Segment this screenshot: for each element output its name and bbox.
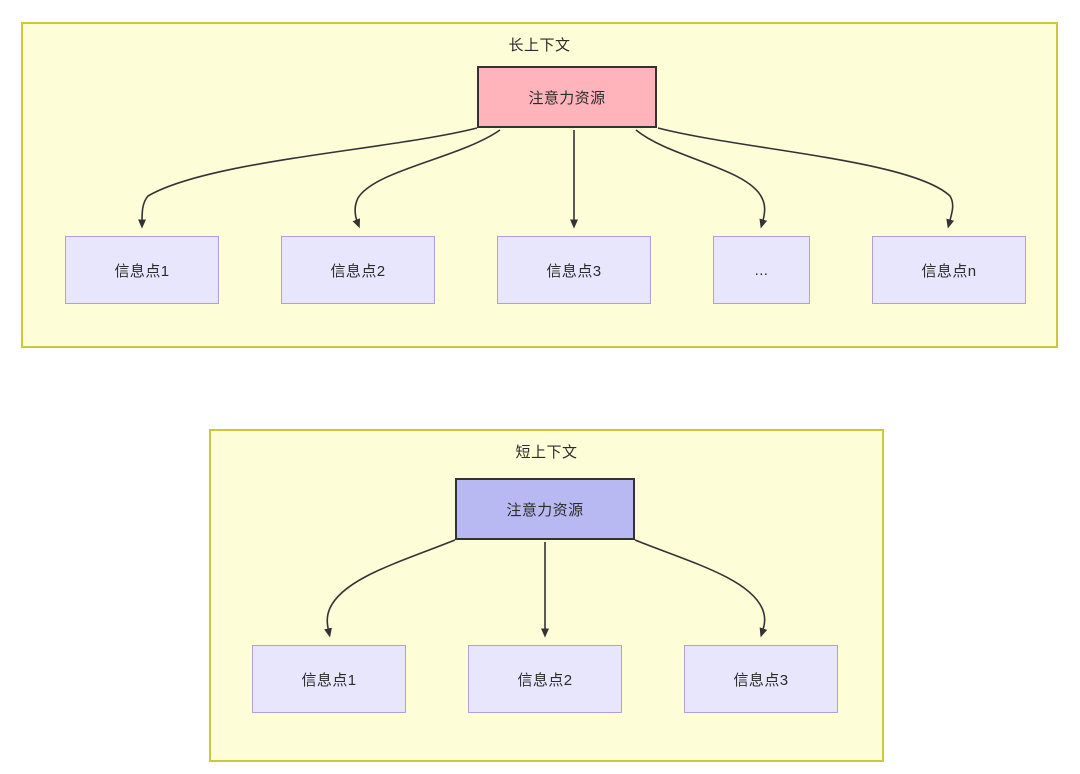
node-short-info-point-1[interactable]: 信息点1 bbox=[252, 645, 406, 713]
node-info-point-1[interactable]: 信息点1 bbox=[65, 236, 219, 304]
node-attention-resource-short[interactable]: 注意力资源 bbox=[455, 478, 635, 540]
node-info-point-3[interactable]: 信息点3 bbox=[497, 236, 651, 304]
node-info-point-2[interactable]: 信息点2 bbox=[281, 236, 435, 304]
node-short-info-point-3[interactable]: 信息点3 bbox=[684, 645, 838, 713]
node-attention-resource-long[interactable]: 注意力资源 bbox=[477, 66, 657, 128]
node-info-point-ellipsis[interactable]: ... bbox=[713, 236, 810, 304]
node-short-info-point-2[interactable]: 信息点2 bbox=[468, 645, 622, 713]
long-context-title: 长上下文 bbox=[508, 37, 571, 54]
node-info-point-n[interactable]: 信息点n bbox=[872, 236, 1026, 304]
short-context-title: 短上下文 bbox=[515, 444, 578, 461]
